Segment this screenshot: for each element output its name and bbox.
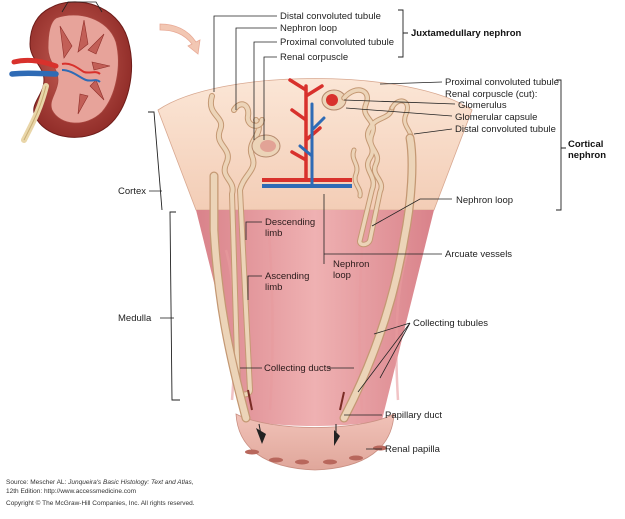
label-cortex: Cortex: [118, 186, 146, 197]
label-medulla: Medulla: [118, 313, 152, 324]
label-cortical: Cortical: [568, 139, 603, 150]
label-nephron-loop-top: Nephron loop: [280, 23, 337, 34]
source-citation-line2: 12th Edition: http://www.accessmedicine.…: [6, 488, 137, 495]
label-descending-limb-2: limb: [265, 228, 282, 239]
label-renal-corpuscle-cut: Renal corpuscle (cut):: [445, 89, 537, 100]
label-distal-convoluted-tubule-right: Distal convoluted tubule: [455, 124, 556, 135]
label-juxtamedullary-nephron: Juxtamedullary nephron: [411, 28, 522, 39]
kidney-thumbnail: [9, 1, 132, 143]
cortex-region: [157, 78, 473, 211]
label-nephron: nephron: [568, 150, 606, 161]
label-glomerulus: Glomerulus: [458, 100, 507, 111]
label-glomerular-capsule: Glomerular capsule: [455, 112, 537, 123]
label-proximal-convoluted-tubule-top: Proximal convoluted tubule: [280, 37, 394, 48]
label-ascending-limb-1: Ascending: [265, 271, 309, 282]
label-arcuate-vessels: Arcuate vessels: [445, 249, 512, 260]
label-nephron-loop-right: Nephron loop: [456, 195, 513, 206]
collecting-ducts: [209, 133, 417, 446]
label-nephron-loop-center-2: loop: [333, 270, 351, 281]
label-nephron-loop-center-1: Nephron: [333, 259, 369, 270]
arcuate-vessels: [262, 78, 352, 188]
callout-arrow: [159, 23, 201, 55]
source-suffix: ,: [191, 479, 194, 486]
label-ascending-limb-2: limb: [265, 282, 282, 293]
source-citation-line1: Source: Mescher AL: Junqueira's Basic Hi…: [6, 479, 194, 487]
label-collecting-tubules: Collecting tubules: [413, 318, 488, 329]
label-renal-papilla: Renal papilla: [385, 444, 441, 455]
label-proximal-convoluted-tubule-right: Proximal convoluted tubule: [445, 77, 559, 88]
label-collecting-ducts: Collecting ducts: [264, 363, 331, 374]
label-descending-limb-1: Descending: [265, 217, 315, 228]
leader-lines: [148, 9, 566, 450]
label-distal-convoluted-tubule-top: Distal convoluted tubule: [280, 11, 381, 22]
source-book-title: Junqueira's Basic Histology: Text and At…: [68, 479, 192, 486]
label-renal-corpuscle-top: Renal corpuscle: [280, 52, 348, 63]
copyright-notice: Copyright © The McGraw-Hill Companies, I…: [6, 500, 195, 507]
labels: Distal convoluted tubule Nephron loop Pr…: [118, 11, 606, 455]
source-prefix: Source: Mescher AL:: [6, 479, 69, 486]
medulla-region: [196, 210, 434, 426]
label-papillary-duct: Papillary duct: [385, 410, 442, 421]
